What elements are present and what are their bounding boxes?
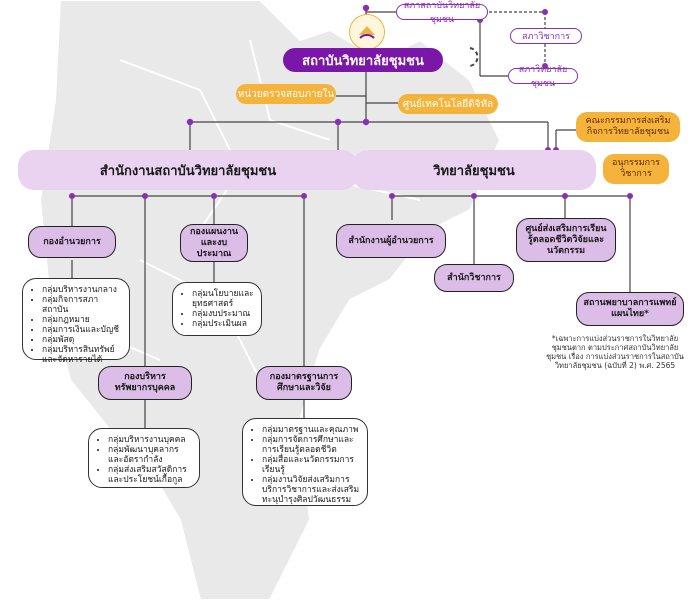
list-item: กลุ่มงบประมาณ — [192, 309, 255, 319]
list-item: กลุ่มการจัดการศึกษาและการเรียนรู้ตลอดชีว… — [262, 435, 361, 455]
institute-council-node: สภาสถาบันวิทยาลัยชุมชน — [396, 1, 488, 25]
list-item: กลุ่มบริหารสินทรัพย์และจัดหารายได้ — [42, 345, 123, 365]
office-band-title: สำนักงานสถาบันวิทยาลัยชุมชน — [99, 163, 277, 179]
list-item: กลุ่มกิจการสภาสถาบัน — [42, 295, 123, 315]
college-band-title: วิทยาลัยชุมชน — [433, 163, 515, 179]
unit-thai-medicine-clinic: สถานพยาบาลการแพทย์แผนไทย* — [576, 292, 684, 326]
list-item: กลุ่มสื่อและนวัตกรรมการเรียนรู้ — [262, 455, 361, 475]
list-item: กลุ่มพัสดุ — [42, 335, 123, 345]
unit-academic-office: สำนักวิชาการ — [434, 264, 514, 292]
unit-name: สำนักงานผู้อำนวยการ — [348, 235, 434, 246]
division-human-resources: กองบริหารทรัพยากรบุคคล — [98, 366, 192, 400]
list-item: กลุ่มมาตรฐานและคุณภาพ — [262, 425, 361, 435]
unit-director-office: สำนักงานผู้อำนวยการ — [336, 224, 446, 258]
college-council-label: สภาวิทยาลัยชุมชน — [518, 65, 568, 89]
list-item: กลุ่มส่งเสริมสวัสดิการและประโยชน์เกื้อกู… — [108, 465, 193, 485]
division-name: กองแผนงานและงบประมาณ — [189, 226, 239, 259]
division-administration: กองอำนวยการ — [28, 226, 116, 258]
academic-subcommittee-node: อนุกรรมการวิชาการ — [603, 154, 669, 184]
division-planning-budget: กองแผนงานและงบประมาณ — [180, 224, 248, 262]
list-item: กลุ่มบริหารงานบุคคล — [108, 435, 193, 445]
office-band: สำนักงานสถาบันวิทยาลัยชุมชน — [18, 150, 358, 190]
division-name: กองบริหารทรัพยากรบุคคล — [114, 372, 176, 393]
footnote: *เฉพาะการแบ่งส่วนราชการในวิทยาลัยชุมชนตา… — [546, 334, 684, 370]
academic-council-node: สภาวิชาการ — [510, 28, 582, 44]
digital-center-label: ศูนย์เทคโนโลยีดิจิทัล — [402, 98, 494, 110]
planning-groups-list: กลุ่มนโยบายและยุทธศาสตร์ กลุ่มงบประมาณ ก… — [172, 282, 262, 336]
division-name: กองอำนวยการ — [43, 236, 101, 247]
hr-groups-list: กลุ่มบริหารงานบุคคล กลุ่มพัฒนาบุคลากรและ… — [88, 428, 200, 488]
internal-audit-label: หน่วยตรวจสอบภายใน — [237, 88, 335, 100]
institute-council-label: สภาสถาบันวิทยาลัยชุมชน — [403, 1, 481, 25]
list-item: กลุ่มนโยบายและยุทธศาสตร์ — [192, 289, 255, 309]
unit-name: ศูนย์ส่งเสริมการเรียนรู้ตลอดชีวิตวิจัยแล… — [525, 223, 607, 256]
division-standards-research: กองมาตรฐานการศึกษาและวิจัย — [256, 366, 352, 400]
academic-council-label: สภาวิชาการ — [521, 32, 571, 42]
list-item: กลุ่มประเมินผล — [192, 319, 255, 329]
promotion-committee-node: คณะกรรมการส่งเสริมกิจการวิทยาลัยชุมชน — [576, 112, 680, 142]
list-item: กลุ่มพัฒนาบุคลากรและอัตรากำลัง — [108, 445, 193, 465]
list-item: กลุ่มการเงินและบัญชี — [42, 325, 123, 335]
administration-groups-list: กลุ่มบริหารงานกลาง กลุ่มกิจการสภาสถาบัน … — [22, 278, 130, 365]
list-item: กลุ่มกฎหมาย — [42, 315, 123, 325]
college-band: วิทยาลัยชุมชน — [352, 150, 596, 190]
division-name: กองมาตรฐานการศึกษาและวิจัย — [269, 372, 339, 393]
academic-subcommittee-label: อนุกรรมการวิชาการ — [612, 158, 660, 179]
seal-glyph-icon — [359, 26, 375, 39]
standards-groups-list: กลุ่มมาตรฐานและคุณภาพ กลุ่มการจัดการศึกษ… — [242, 418, 368, 506]
unit-name: สถานพยาบาลการแพทย์แผนไทย* — [583, 298, 677, 319]
promotion-committee-label: คณะกรรมการส่งเสริมกิจการวิทยาลัยชุมชน — [585, 116, 671, 137]
main-institute-node: สถาบันวิทยาลัยชุมชน — [283, 48, 443, 72]
main-institute-title: สถาบันวิทยาลัยชุมชน — [302, 53, 424, 69]
digital-center-node: ศูนย์เทคโนโลยีดิจิทัล — [398, 94, 498, 114]
college-seal-icon — [349, 14, 385, 50]
internal-audit-node: หน่วยตรวจสอบภายใน — [236, 84, 336, 104]
unit-name: สำนักวิชาการ — [447, 272, 501, 283]
unit-lifelong-learning-center: ศูนย์ส่งเสริมการเรียนรู้ตลอดชีวิตวิจัยแล… — [516, 218, 616, 262]
list-item: กลุ่มบริหารงานกลาง — [42, 285, 123, 295]
college-council-node: สภาวิทยาลัยชุมชน — [508, 65, 578, 89]
list-item: กลุ่มงานวิจัยส่งเสริมการบริการวิชาการและ… — [262, 475, 361, 505]
